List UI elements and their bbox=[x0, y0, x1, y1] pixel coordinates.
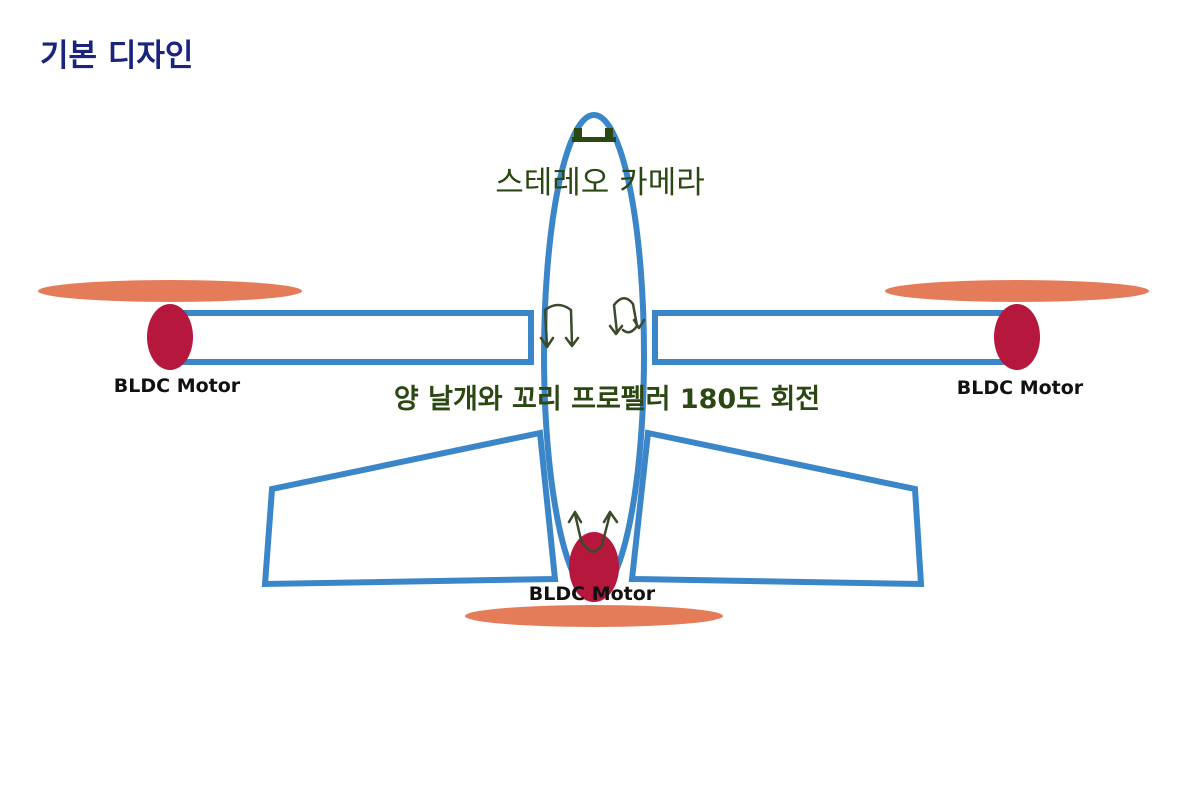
rotation-label: 양 날개와 꼬리 프로펠러 180도 회전 bbox=[394, 384, 820, 415]
curved-arrow-icon bbox=[608, 297, 646, 336]
left-tail-wing bbox=[261, 429, 559, 588]
right-motor bbox=[994, 304, 1040, 370]
right-motor-label: BLDC Motor bbox=[957, 377, 1084, 399]
tail-propeller bbox=[465, 605, 723, 627]
right-propeller bbox=[885, 280, 1149, 302]
right-tail-wing bbox=[628, 429, 925, 588]
curved-arrow-icon bbox=[567, 510, 619, 553]
left-motor-label: BLDC Motor bbox=[114, 375, 241, 397]
left-motor bbox=[147, 304, 193, 370]
left-wing-arm bbox=[172, 310, 534, 365]
curved-arrow-icon bbox=[539, 303, 580, 349]
right-wing-arm bbox=[652, 310, 1015, 365]
stereo-camera-icon bbox=[572, 128, 616, 142]
tail-motor bbox=[569, 532, 619, 602]
left-propeller bbox=[38, 280, 302, 302]
camera-label: 스테레오 카메라 bbox=[495, 165, 705, 201]
page-title: 기본 디자인 bbox=[40, 38, 194, 74]
tail-motor-label: BLDC Motor bbox=[529, 583, 656, 605]
